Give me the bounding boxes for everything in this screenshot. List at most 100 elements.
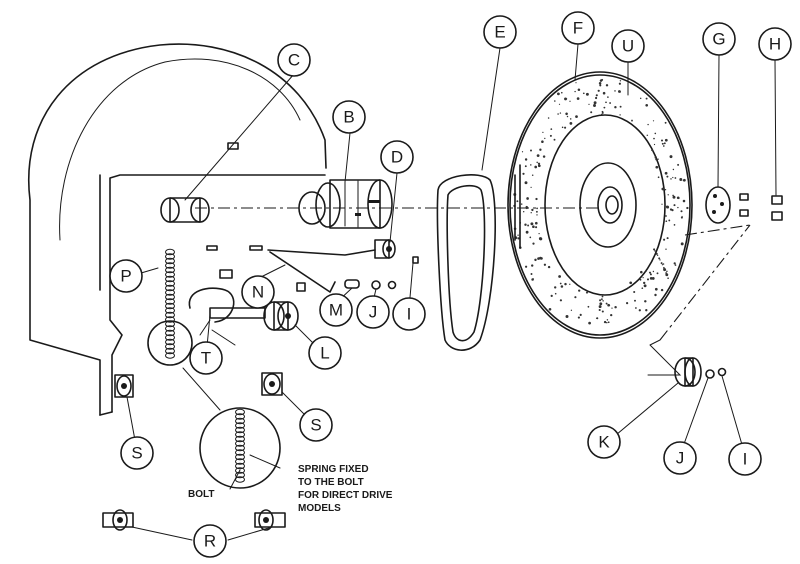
abrasive-speck [570,309,573,311]
callout-e: E [483,15,517,49]
abrasive-speck [537,164,541,168]
abrasive-speck [605,84,609,87]
abrasive-speck [627,286,629,289]
abrasive-speck [530,222,534,226]
abrasive-speck [660,288,664,292]
abrasive-speck [640,270,643,274]
callout-i-upper: I [392,297,426,331]
abrasive-speck [559,282,562,285]
abrasive-speck [598,82,602,85]
roller-s-left [114,374,134,398]
abrasive-speck [645,309,648,312]
abrasive-speck [542,155,546,158]
abrasive-speck [654,293,657,297]
abrasive-speck [517,234,519,236]
abrasive-speck [669,155,673,159]
spring-note-line-1: SPRING FIXED [298,464,369,475]
abrasive-speck [655,252,658,255]
abrasive-speck [579,313,582,316]
abrasive-speck [547,117,550,119]
spring-coil [235,408,245,416]
abrasive-speck [633,290,636,294]
abrasive-speck [601,110,604,113]
abrasive-speck [677,206,679,209]
abrasive-speck [614,106,617,109]
abrasive-speck [561,91,563,94]
abrasive-speck [665,273,669,277]
spring-coil [165,271,175,278]
leader-lines [126,43,777,541]
abrasive-speck [649,277,653,280]
abrasive-speck [524,181,528,185]
abrasive-speck [537,257,540,260]
abrasive-speck [672,195,676,199]
abrasive-speck [553,138,556,141]
abrasive-speck [677,163,680,166]
abrasive-speck [643,284,647,288]
abrasive-speck [659,259,661,261]
abrasive-speck [532,242,535,245]
abrasive-speck [602,91,606,95]
abrasive-speck [569,100,571,102]
abrasive-speck [661,142,664,145]
bushing [160,142,239,223]
abrasive-speck [653,143,656,146]
abrasive-speck [530,164,532,166]
abrasive-speck [666,175,669,178]
abrasive-speck [664,188,667,191]
abrasive-speck [639,97,642,100]
abrasive-speck [658,257,661,260]
abrasive-speck [629,281,633,285]
spring-coil [235,413,245,420]
spring-coil [165,343,175,350]
abrasive-speck [541,140,544,143]
abrasive-speck [673,204,676,207]
abrasive-speck [531,264,534,267]
abrasive-speck [654,250,656,252]
abrasive-speck [645,270,647,272]
abrasive-speck [671,209,674,212]
abrasive-speck [666,237,669,240]
abrasive-speck [530,186,532,189]
abrasive-speck [565,315,569,318]
abrasive-speck [530,149,532,152]
spring-coil [235,435,245,443]
abrasive-speck [654,156,658,159]
abrasive-speck [536,214,538,216]
small-fasteners [344,256,419,290]
tension-spring [147,248,193,366]
callout-m: M [319,293,353,327]
roller [374,239,396,259]
callout-f: F [561,11,595,45]
svg-text:G: G [712,30,725,49]
abrasive-speck [537,162,541,165]
abrasive-speck [588,103,590,106]
callout-d: D [380,140,414,174]
spring-coil [165,248,175,256]
abrasive-speck [664,121,667,124]
abrasive-speck [543,263,547,266]
abrasive-speck [601,310,604,313]
abrasive-speck [598,305,602,309]
spring-coil [235,444,245,452]
abrasive-speck [605,101,607,104]
abrasive-speck [619,105,622,108]
svg-text:S: S [310,416,321,435]
idler-pulley [263,301,299,331]
grinding-wheel [507,71,693,339]
spring-coil [235,422,245,429]
abrasive-speck [673,224,676,226]
assembly-axis-line-2 [684,224,751,236]
abrasive-speck [565,112,568,116]
abrasive-speck [539,148,542,151]
spring-coil [165,307,175,314]
spring-coil [165,329,175,337]
abrasive-speck [547,265,551,269]
spring-coil [235,426,245,434]
abrasive-speck [646,134,649,137]
abrasive-speck [523,211,525,213]
spring-coil [165,316,175,323]
abrasive-speck [664,171,668,175]
svg-text:U: U [622,37,634,56]
abrasive-speck [574,90,576,93]
